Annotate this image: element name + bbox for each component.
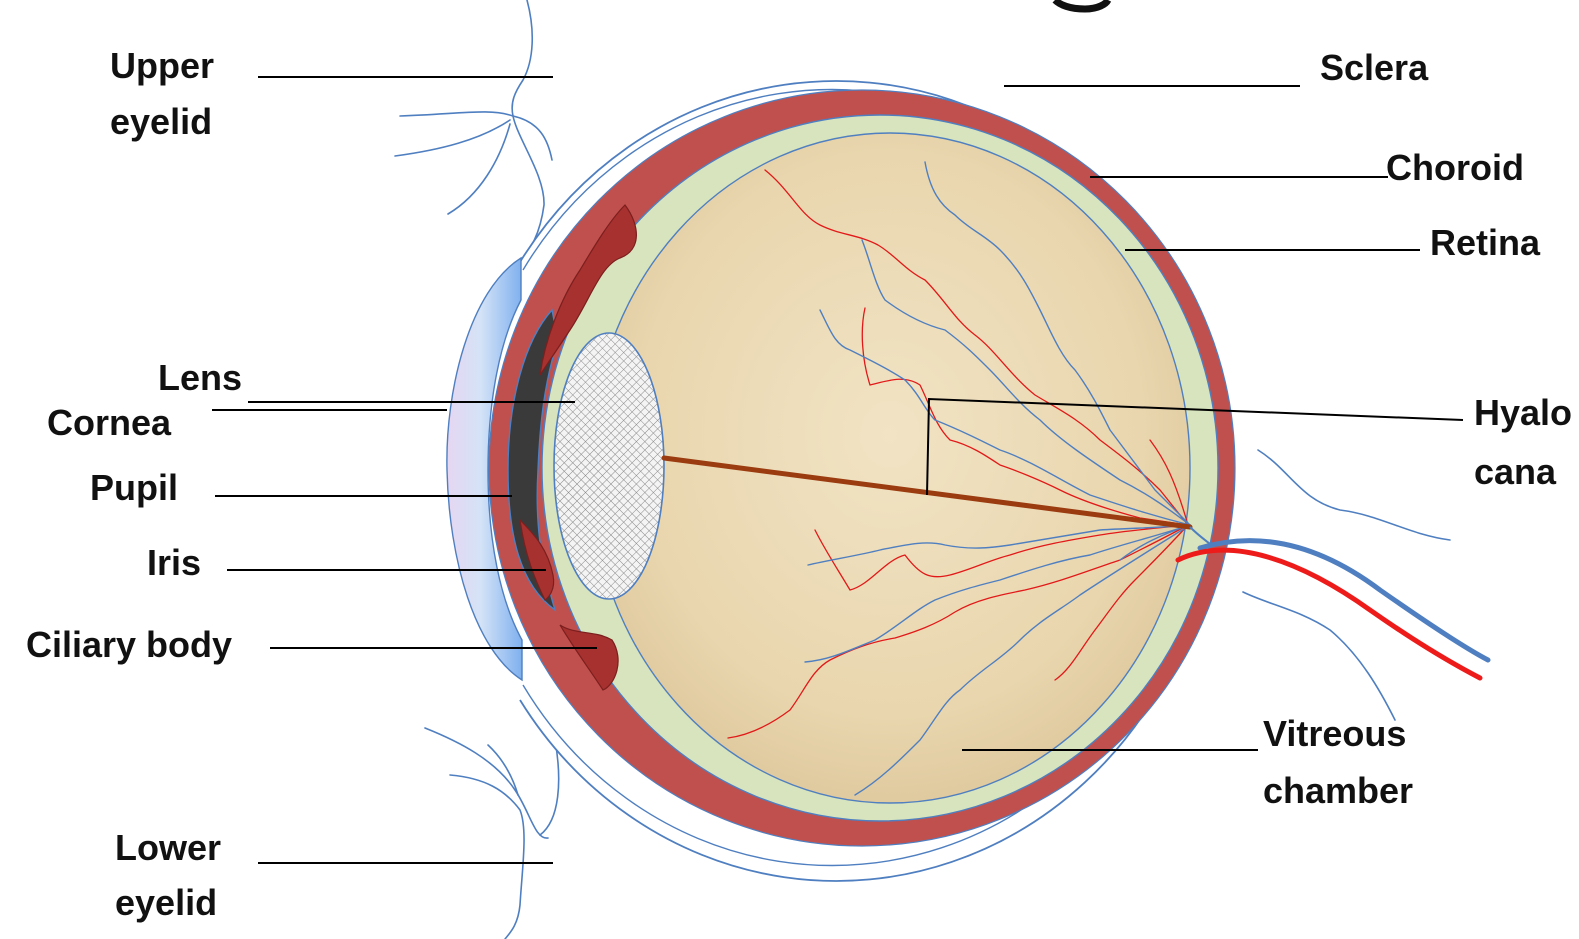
label-retina: Retina: [1430, 222, 1541, 263]
lower-eyelid-outline: [425, 728, 559, 939]
label-choroid: Choroid: [1386, 147, 1524, 188]
label-hyaloid-canal: Hyalo cana: [1474, 392, 1579, 492]
label-vitreous-chamber-line1: Vitreous: [1263, 713, 1406, 754]
upper-eyelid-outline: [395, 0, 552, 262]
lens: [554, 333, 664, 599]
label-iris: Iris: [147, 542, 201, 583]
label-lower-eyelid-line1: Lower: [115, 827, 221, 868]
label-lower-eyelid-line2: eyelid: [115, 882, 217, 923]
label-lens: Lens: [158, 357, 242, 398]
optic-nerve: [1178, 527, 1488, 678]
label-vitreous-chamber: Vitreous chamber: [1263, 713, 1416, 811]
label-cornea: Cornea: [47, 402, 172, 443]
right-nerve-lines: [1243, 450, 1450, 720]
label-hyaloid-canal-line1: Hyalo: [1474, 392, 1572, 433]
vitreous-body: [590, 133, 1190, 803]
label-pupil: Pupil: [90, 467, 178, 508]
label-vitreous-chamber-line2: chamber: [1263, 770, 1413, 811]
label-upper-eyelid: Upper eyelid: [110, 45, 224, 142]
label-hyaloid-canal-line2: cana: [1474, 451, 1557, 492]
label-sclera: Sclera: [1320, 47, 1429, 88]
label-lower-eyelid: Lower eyelid: [115, 827, 231, 923]
label-upper-eyelid-line2: eyelid: [110, 101, 212, 142]
label-ciliary-body: Ciliary body: [26, 624, 232, 665]
title-fragment: [1055, 0, 1108, 9]
label-upper-eyelid-line1: Upper: [110, 45, 214, 86]
